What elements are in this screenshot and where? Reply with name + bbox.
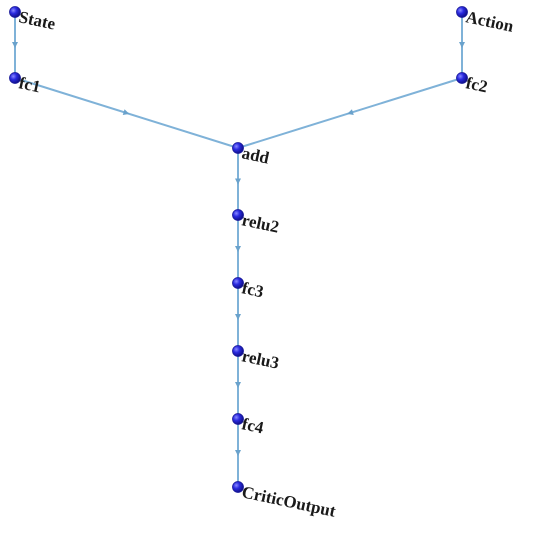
node-label: relu2 — [240, 210, 281, 236]
edge-fc3-to-relu3 — [235, 283, 241, 351]
edge-arrow-icon — [235, 246, 241, 252]
edge-fc1-to-add — [14, 77, 239, 149]
edge-arrow-icon — [12, 42, 18, 48]
edge-fc2-to-add — [237, 77, 463, 149]
node-dot[interactable] — [232, 209, 244, 221]
node-fc3[interactable]: fc3 — [232, 277, 266, 302]
node-relu2[interactable]: relu2 — [232, 209, 281, 237]
nodes-layer: State fc1 Action fc2 add relu2 fc3 relu3 fc4Crit… — [9, 6, 516, 521]
node-dot[interactable] — [9, 72, 21, 84]
edge-fc4-to-CriticOutput — [235, 419, 241, 487]
node-dot[interactable] — [232, 481, 244, 493]
edge-relu2-to-fc3 — [235, 215, 241, 283]
node-State[interactable]: State — [9, 6, 58, 34]
node-Action[interactable]: Action — [456, 6, 516, 37]
node-label: fc1 — [17, 73, 42, 96]
edge-State-to-fc1 — [12, 12, 18, 78]
node-dot[interactable] — [456, 6, 468, 18]
edge-arrow-icon — [235, 382, 241, 388]
node-dot[interactable] — [456, 72, 468, 84]
node-label: fc3 — [240, 278, 265, 301]
node-dot[interactable] — [232, 142, 244, 154]
edges-layer — [12, 12, 465, 487]
edge-arrow-icon — [235, 450, 241, 456]
node-dot[interactable] — [9, 6, 21, 18]
node-relu3[interactable]: relu3 — [232, 345, 281, 373]
node-label: Action — [464, 7, 516, 36]
node-label: fc2 — [464, 73, 489, 96]
edge-arrow-icon — [122, 109, 130, 115]
edge-relu3-to-fc4 — [235, 351, 241, 419]
node-label: CriticOutput — [240, 482, 338, 520]
node-fc1[interactable]: fc1 — [9, 72, 43, 97]
node-dot[interactable] — [232, 413, 244, 425]
edge-arrow-icon — [235, 178, 241, 185]
edge-arrow-icon — [347, 109, 354, 115]
node-dot[interactable] — [232, 277, 244, 289]
node-label: fc4 — [240, 414, 266, 437]
node-label: relu3 — [240, 346, 281, 372]
node-label: State — [17, 7, 57, 33]
node-label: add — [240, 143, 271, 167]
node-dot[interactable] — [232, 345, 244, 357]
edge-arrow-icon — [235, 314, 241, 320]
node-fc4[interactable]: fc4 — [232, 413, 266, 438]
edge-Action-to-fc2 — [459, 12, 465, 78]
edge-arrow-icon — [459, 42, 465, 48]
node-fc2[interactable]: fc2 — [456, 72, 490, 97]
edge-add-to-relu2 — [235, 148, 241, 215]
node-CriticOutput[interactable]: CriticOutput — [232, 481, 338, 521]
